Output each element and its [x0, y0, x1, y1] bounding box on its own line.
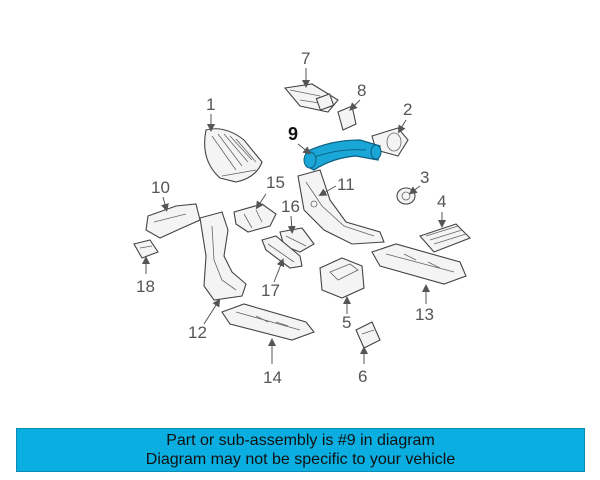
callout-14: 14	[263, 368, 282, 387]
callout-18: 18	[136, 277, 155, 296]
callout-3: 3	[420, 168, 429, 187]
info-banner: Part or sub-assembly is #9 in diagram Di…	[16, 428, 585, 472]
part-14[interactable]	[221, 303, 315, 341]
banner-line-2: Diagram may not be specific to your vehi…	[145, 451, 456, 468]
part-10[interactable]	[145, 203, 201, 239]
part-1[interactable]	[204, 128, 263, 183]
callout-15: 15	[266, 173, 285, 192]
part-4[interactable]	[419, 223, 471, 253]
callout-2: 2	[403, 100, 412, 119]
callout-8: 8	[357, 81, 366, 100]
part-17[interactable]	[261, 235, 303, 269]
part-18[interactable]	[133, 239, 159, 259]
callout-9: 9	[288, 124, 298, 144]
part-11[interactable]	[297, 169, 385, 245]
banner-line-1: Part or sub-assembly is #9 in diagram	[166, 432, 435, 449]
parts-diagram: 7 8 1 2 9 3 4	[133, 49, 471, 387]
callout-16: 16	[281, 197, 300, 216]
part-13[interactable]	[371, 243, 467, 285]
callout-12: 12	[188, 323, 207, 342]
part-6[interactable]	[355, 321, 381, 349]
callout-11: 11	[337, 175, 355, 194]
callout-1: 1	[206, 95, 215, 114]
callout-7: 7	[301, 49, 310, 68]
callout-17: 17	[261, 281, 280, 300]
part-5[interactable]	[319, 257, 365, 299]
part-15[interactable]	[233, 203, 277, 233]
callout-13: 13	[415, 305, 434, 324]
callout-4: 4	[437, 192, 446, 211]
callout-6: 6	[358, 367, 367, 386]
callout-10: 10	[151, 178, 170, 197]
part-9-highlighted[interactable]	[303, 139, 382, 171]
part-12[interactable]	[199, 211, 247, 301]
part-8[interactable]	[337, 105, 357, 131]
part-3[interactable]	[396, 187, 416, 205]
callout-5: 5	[342, 313, 351, 332]
part-7[interactable]	[283, 83, 339, 113]
